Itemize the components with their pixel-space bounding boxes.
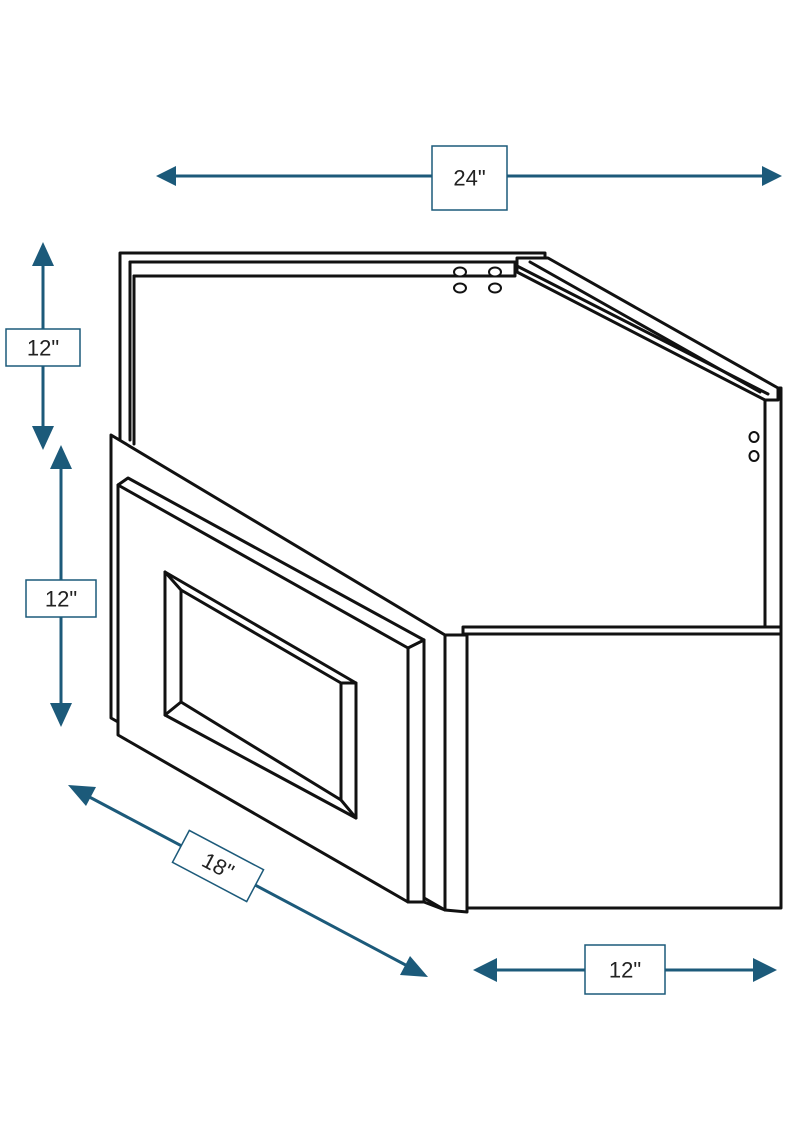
cabinet-back-frame: [118, 251, 547, 446]
arrow-left-icon: [473, 958, 497, 982]
shelf-holes: [453, 266, 760, 462]
arrow-right-icon: [762, 166, 782, 186]
dimension-width-bottom: 12": [473, 944, 777, 995]
dimension-label-box: [584, 944, 666, 995]
cabinet-side-panel: [461, 625, 783, 910]
cabinet-angled-rail: [515, 256, 780, 402]
dimension-label-width-bottom: 12": [609, 958, 641, 983]
dimension-width-top: 24": [156, 145, 782, 211]
dimension-label-height-lower: 12": [45, 587, 77, 612]
cabinet-drawing: [109, 251, 783, 914]
arrow-left-icon: [156, 166, 176, 186]
arrow-down-icon: [32, 426, 54, 450]
dimension-label-box: [25, 579, 97, 618]
dimension-label-height-upper: 12": [27, 336, 59, 361]
cabinet-right-post: [763, 386, 783, 632]
arrow-up-icon: [32, 242, 54, 266]
arrow-down-icon: [50, 703, 72, 727]
arrow-right-icon: [753, 958, 777, 982]
arrow-up-left-icon: [68, 785, 96, 806]
dimension-height-lower: 12": [25, 445, 97, 727]
arrow-up-icon: [50, 445, 72, 469]
dimension-depth-diagonal: 18": [68, 785, 428, 977]
dimension-label-box: [431, 145, 508, 211]
dimension-label-width-top: 24": [453, 166, 485, 191]
door-raised-panel: [163, 570, 358, 820]
dimension-height-upper: 12": [5, 242, 81, 450]
arrow-down-right-icon: [400, 956, 428, 977]
dimension-label-box: [171, 829, 265, 903]
dimension-label-box: [5, 328, 81, 367]
